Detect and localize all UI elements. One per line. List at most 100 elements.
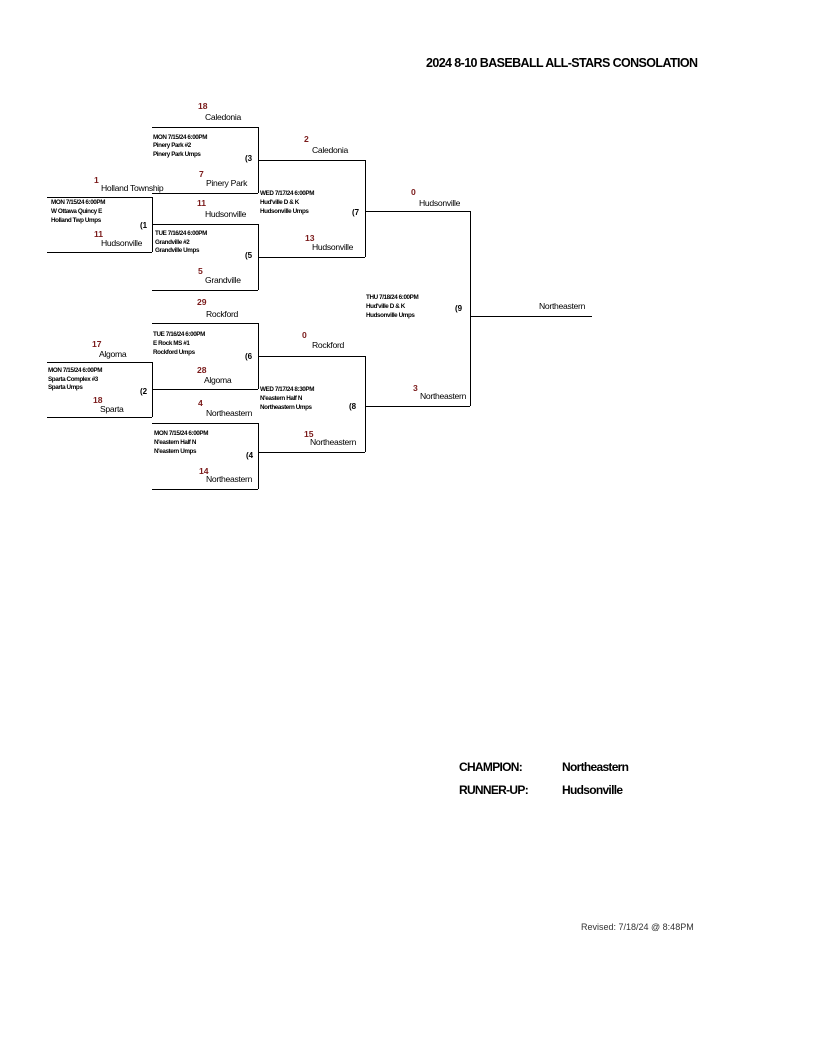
team-score: 1 [94, 175, 99, 185]
team-name: Grandville [205, 275, 241, 285]
runner-up-team: Hudsonville [562, 783, 623, 797]
bracket-line [152, 423, 258, 424]
team-name: Rockford [206, 309, 238, 319]
bracket-line [365, 356, 366, 452]
game-info: N'eastern Half N [154, 439, 196, 446]
team-score: 7 [199, 169, 204, 179]
game-number: (9 [455, 304, 463, 313]
revised-timestamp: Revised: 7/18/24 @ 8:48PM [581, 922, 694, 932]
team-score: 13 [305, 233, 315, 243]
team-name: Pinery Park [206, 178, 248, 188]
bracket-line [47, 362, 152, 363]
bracket-line [152, 489, 258, 490]
game-info: Sparta Complex #3 [48, 376, 98, 383]
game-number: (4 [246, 451, 254, 460]
team-name: Hudsonville [419, 198, 461, 208]
game-number: (8 [349, 402, 357, 411]
game-info: Hud'ville D & K [366, 303, 405, 310]
team-name: Hudsonville [101, 238, 143, 248]
team-name: Northeastern [310, 437, 357, 447]
game-info: Hud'ville D & K [260, 199, 299, 206]
bracket-line [47, 252, 152, 253]
team-name: Northeastern [420, 391, 467, 401]
game-info: TUE 7/16/24 6:00PM [153, 331, 205, 338]
game-info: Pinery Park Umps [153, 151, 201, 158]
bracket-line [258, 452, 365, 453]
team-score: 18 [93, 395, 103, 405]
game-number: (6 [245, 352, 253, 361]
bracket-line [47, 417, 152, 418]
game-number: (1 [140, 221, 148, 230]
team-name: Rockford [312, 340, 344, 350]
team-score: 29 [197, 297, 207, 307]
bracket-title: 2024 8-10 BASEBALL ALL-STARS CONSOLATION [426, 56, 698, 70]
game-info: MON 7/15/24 6:00PM [48, 367, 103, 374]
bracket-line [258, 356, 365, 357]
team-name: Algoma [99, 349, 127, 359]
game-info: Hudsonville Umps [260, 208, 309, 215]
team-name: Algoma [204, 375, 232, 385]
champion-team: Northeastern [562, 760, 629, 774]
game-number: (3 [245, 154, 253, 163]
game-info: W Ottawa Quincy E [51, 208, 102, 215]
bracket-line [152, 389, 258, 390]
game-info: N'eastern Half N [260, 395, 302, 402]
game-info: Pinery Park #2 [153, 142, 191, 149]
game-info: Sparta Umps [48, 384, 83, 391]
game-info: WED 7/17/24 6:00PM [260, 190, 315, 197]
bracket-line [470, 316, 592, 317]
team-name: Northeastern [206, 408, 253, 418]
bracket-line [258, 160, 365, 161]
game-info: Rockford Umps [153, 349, 195, 356]
game-number: (7 [352, 208, 360, 217]
game-info: Northeastern Umps [260, 404, 312, 411]
team-name: Hudsonville [312, 242, 354, 252]
game-info: MON 7/15/24 6:00PM [51, 199, 106, 206]
game-number: (5 [245, 251, 253, 260]
team-score: 11 [94, 229, 104, 239]
bracket-line [365, 406, 470, 407]
game-info: THU 7/18/24 6:00PM [366, 294, 419, 301]
game-number: (2 [140, 387, 148, 396]
bracket-line [152, 127, 258, 128]
game-info: MON 7/15/24 6:00PM [153, 134, 208, 141]
game-info: Holland Twp Umps [51, 217, 101, 224]
game-info: TUE 7/16/24 6:00PM [155, 230, 207, 237]
team-name: Sparta [100, 404, 124, 414]
team-score: 0 [411, 187, 416, 197]
bracket-line [470, 211, 471, 406]
team-score: 17 [92, 339, 102, 349]
bracket-line [365, 160, 366, 257]
bracket-line [365, 211, 470, 212]
team-score: 15 [304, 429, 314, 439]
game-info: Grandville Umps [155, 247, 200, 254]
team-score: 2 [304, 134, 309, 144]
team-score: 11 [197, 198, 207, 208]
runner-up-label: RUNNER-UP: [459, 783, 529, 797]
team-score: 0 [302, 330, 307, 340]
game-info: WED 7/17/24 8:30PM [260, 386, 315, 393]
game-info: E Rock MS #1 [153, 340, 190, 347]
bracket-line [152, 290, 258, 291]
team-score: 4 [198, 398, 203, 408]
team-name: Northeastern [206, 474, 253, 484]
bracket-line [152, 362, 153, 417]
game-info: Hudsonville Umps [366, 312, 415, 319]
bracket-line [152, 193, 258, 194]
game-info: N'eastern Umps [154, 448, 197, 455]
team-name: Holland Township [101, 183, 164, 193]
team-name: Caledonia [205, 112, 242, 122]
team-score: 28 [197, 365, 207, 375]
bracket-line [258, 423, 259, 489]
bracket-line [152, 224, 258, 225]
bracket-line [258, 257, 365, 258]
game-info: MON 7/15/24 6:00PM [154, 430, 209, 437]
team-name: Hudsonville [205, 209, 247, 219]
team-score: 5 [198, 266, 203, 276]
bracket-line [47, 197, 152, 198]
team-name: Caledonia [312, 145, 349, 155]
champion-label: CHAMPION: [459, 760, 523, 774]
team-name: Northeastern [539, 301, 586, 311]
game-info: Grandville #2 [155, 239, 190, 246]
team-score: 18 [198, 101, 208, 111]
